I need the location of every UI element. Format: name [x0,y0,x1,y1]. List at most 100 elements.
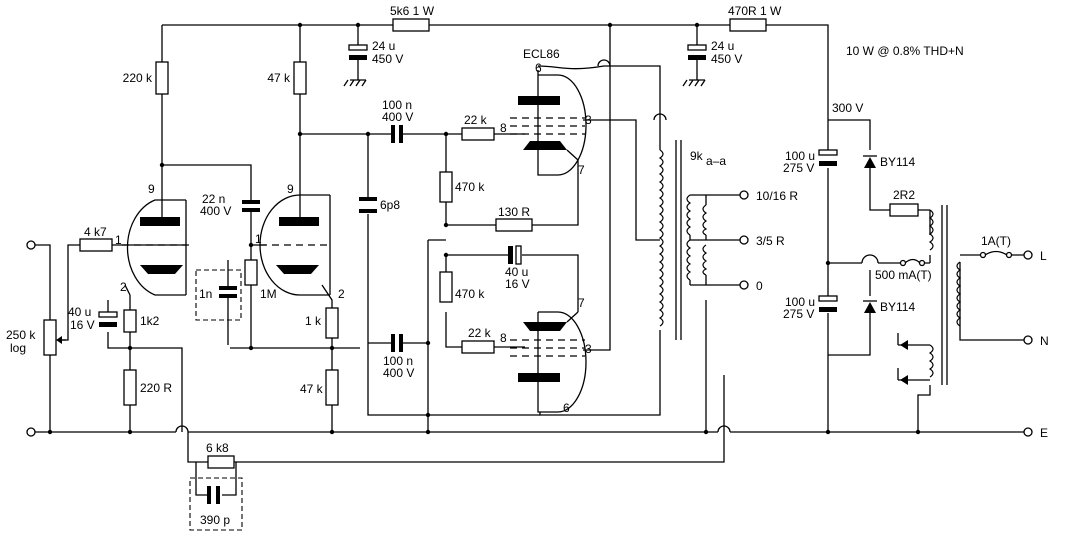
label-r-470k-top: 470 k [455,180,485,194]
label-c-100u-top-voltage: 275 V [783,161,814,175]
triode-stage2 [259,194,331,296]
label-c-24u-b-voltage: 450 V [711,52,742,66]
mains-terminal-l[interactable] [1023,250,1033,260]
label-r-6k8: 6 k8 [206,441,229,455]
fuse-1a [979,250,1013,259]
capacitor-22n [242,190,260,215]
output-transformer [658,140,708,340]
label-c-24u-a-voltage: 450 V [372,52,403,66]
label-r-470r: 470R 1 W [728,4,782,18]
label-pin-3b: 3 [585,342,592,356]
label-c-100n-top-value: 100 n [382,98,412,112]
label-c-22n-voltage: 400 V [200,204,231,218]
triode-stage1 [122,199,190,296]
label-r-1k: 1 k [305,314,322,328]
performance-note: 10 W @ 0.8% THD+N [846,44,964,58]
label-pin-6b: 6 [563,401,570,415]
pentode-upper [510,74,587,176]
resistor-6k8 [207,455,235,469]
label-pin-3a: 3 [585,113,592,127]
label-r-47k-bot: 47 k [300,382,324,396]
label-pin-8a: 8 [500,121,507,135]
label-pin-8b: 8 [500,331,507,345]
resistor-470k-top [439,171,453,203]
label-c-40u-mid-voltage: 16 V [505,277,530,291]
resistor-220r [123,369,137,406]
label-tap-10-16r: 10/16 R [756,189,798,203]
label-r-1m: 1M [260,287,277,301]
label-300v: 300 V [832,101,863,115]
output-terminal-10-16r[interactable] [739,190,749,200]
label-c-24u-b-value: 24 u [711,39,734,53]
resistor-4k7 [79,238,113,252]
potentiometer-250k [43,319,57,356]
label-c-40u-left-value: 40 u [68,305,91,319]
label-fuse-1a: 1A(T) [981,234,1011,248]
resistor-470r [729,18,767,32]
resistor-470k-bot [439,271,453,303]
label-tap-3-5r: 3/5 R [756,234,785,248]
label-c-6p8: 6p8 [380,198,400,212]
label-c-22n-value: 22 n [202,192,225,206]
label-r-22k-bot: 22 k [468,326,492,340]
label-pot-taper: log [10,341,26,355]
label-pin-9a: 9 [148,182,155,196]
label-transformer-sub: a–a [706,154,726,168]
label-r-22k-top: 22 k [464,113,488,127]
mains-terminal-e[interactable] [1023,427,1033,437]
label-c-1n: 1n [199,287,212,301]
label-r-5k6: 5k6 1 W [390,4,435,18]
diode-by114-bot [863,300,877,313]
junctions [47,22,921,435]
mains-transformer [897,205,962,385]
label-c-100n-bot-voltage: 400 V [383,366,414,380]
capacitor-100u-bot [818,295,838,312]
label-terminal-e: E [1040,426,1048,440]
label-diode-bot: BY114 [880,300,915,314]
label-pin-1b: 1 [255,232,262,246]
label-c-100u-top-value: 100 u [785,149,815,163]
resistor-220k [155,61,169,95]
pentode-lower [510,311,587,413]
label-pin-2a: 2 [120,280,127,294]
output-terminal-0[interactable] [739,280,749,290]
label-pin-7b: 7 [578,296,585,310]
label-r-47k-top: 47 k [267,71,291,85]
input-terminal-signal[interactable] [26,240,36,250]
resistor-2r2 [889,203,919,217]
label-pin-2b: 2 [338,287,345,301]
label-r-220r: 220 R [140,381,172,395]
output-terminal-3-5r[interactable] [739,235,749,245]
label-pin-6a: 6 [535,61,542,75]
label-fuse-500ma: 500 mA(T) [875,268,932,282]
labels: 10 W @ 0.8% THD+N ECL86 5k6 1 W 470R 1 W… [6,4,1049,527]
mains-terminal-n[interactable] [1023,335,1033,345]
label-r-470k-bot: 470 k [455,287,485,301]
label-r-130r: 130 R [498,205,530,219]
label-diode-top: BY114 [880,155,915,169]
label-c-390p: 390 p [200,513,230,527]
label-terminal-l: L [1040,249,1047,263]
resistor-22k-bot [461,340,495,354]
capacitor-100n-top [391,125,403,143]
diodes [863,155,877,313]
capacitor-100u-top [818,149,838,166]
resistor-1k [325,307,339,339]
label-c-100n-bot-value: 100 n [383,354,413,368]
label-tap-0: 0 [756,279,763,293]
terminals [26,190,1033,437]
resistor-5k6 [392,18,430,32]
label-terminal-n: N [1040,334,1049,348]
label-r-1k2: 1k2 [140,314,160,328]
input-terminal-ground[interactable] [26,427,36,437]
capacitor-40u-mid [508,245,522,265]
capacitor-1n [195,269,242,321]
resistor-1m [244,259,258,286]
label-c-40u-mid-value: 40 u [505,265,528,279]
label-pot-value: 250 k [6,328,36,342]
tube-type-label: ECL86 [523,47,560,61]
resistors [43,18,919,469]
resistor-47k-top [293,61,307,95]
